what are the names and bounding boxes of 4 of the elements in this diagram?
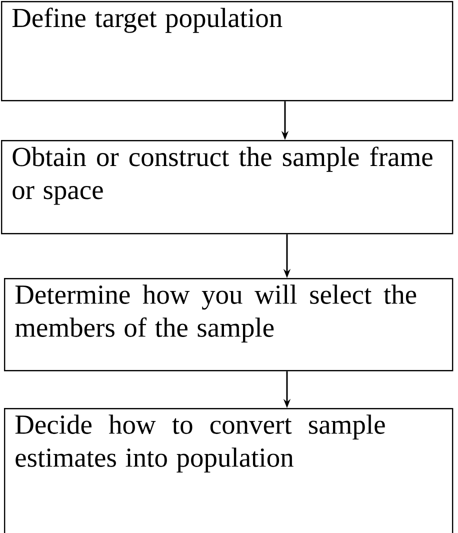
process-box: Obtain or construct the sample frame or space — [1, 140, 454, 234]
process-box: Decide how to convert sample estimates into population — [4, 408, 454, 533]
process-box: Determine how you will select the members of the sample — [4, 278, 454, 372]
process-box: Define target population — [1, 1, 454, 102]
